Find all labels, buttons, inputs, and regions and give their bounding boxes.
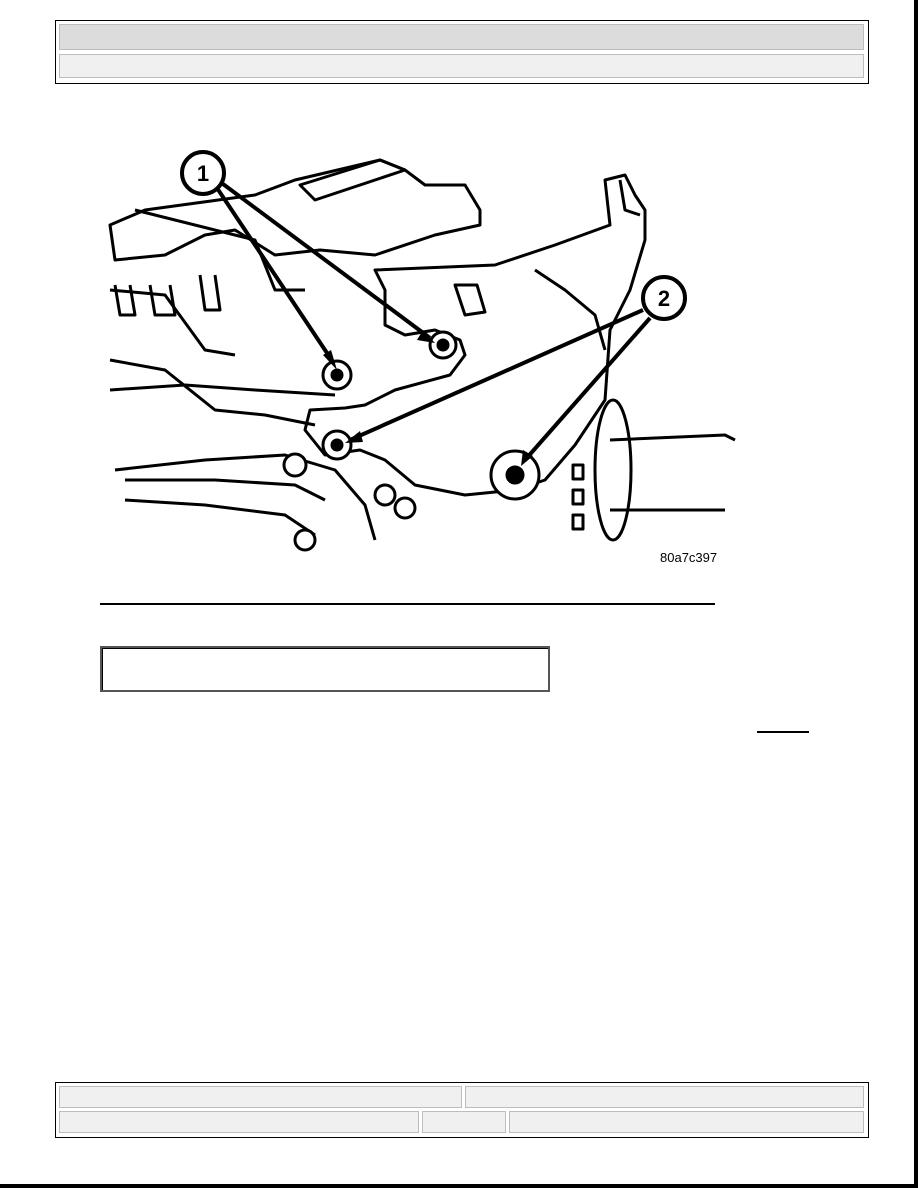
leader-1a	[215, 186, 335, 364]
leader-1b	[221, 182, 432, 340]
column-tube	[609, 433, 736, 442]
page-header	[55, 20, 869, 84]
steering-bracket	[303, 173, 647, 497]
header-subtitle-bar	[59, 54, 864, 78]
leader-2a	[349, 308, 644, 442]
footer-cell-left-top	[59, 1086, 462, 1108]
link-underline[interactable]	[757, 731, 809, 733]
header-title-bar	[59, 24, 864, 50]
bracket-slot	[453, 283, 487, 317]
page-footer	[55, 1082, 869, 1138]
upper-ridge	[298, 158, 407, 202]
callout-circle-1	[180, 150, 226, 196]
note-box	[100, 646, 550, 692]
callout-circle-2	[641, 275, 687, 321]
callout-2: 2	[658, 286, 670, 311]
footer-cell-right-bottom	[509, 1111, 864, 1133]
figure-code: 80a7c397	[660, 550, 718, 565]
footer-cell-left-bottom	[59, 1111, 419, 1133]
footer-cell-right-top	[465, 1086, 864, 1108]
footer-cell-middle-bottom	[422, 1111, 506, 1133]
section-rule	[100, 603, 715, 605]
bracket-bolts-figure: 1 2	[108, 150, 736, 552]
column-ring	[593, 398, 633, 542]
callout-1: 1	[197, 161, 209, 186]
upper-housing	[108, 158, 482, 262]
leader-2b	[523, 316, 652, 462]
